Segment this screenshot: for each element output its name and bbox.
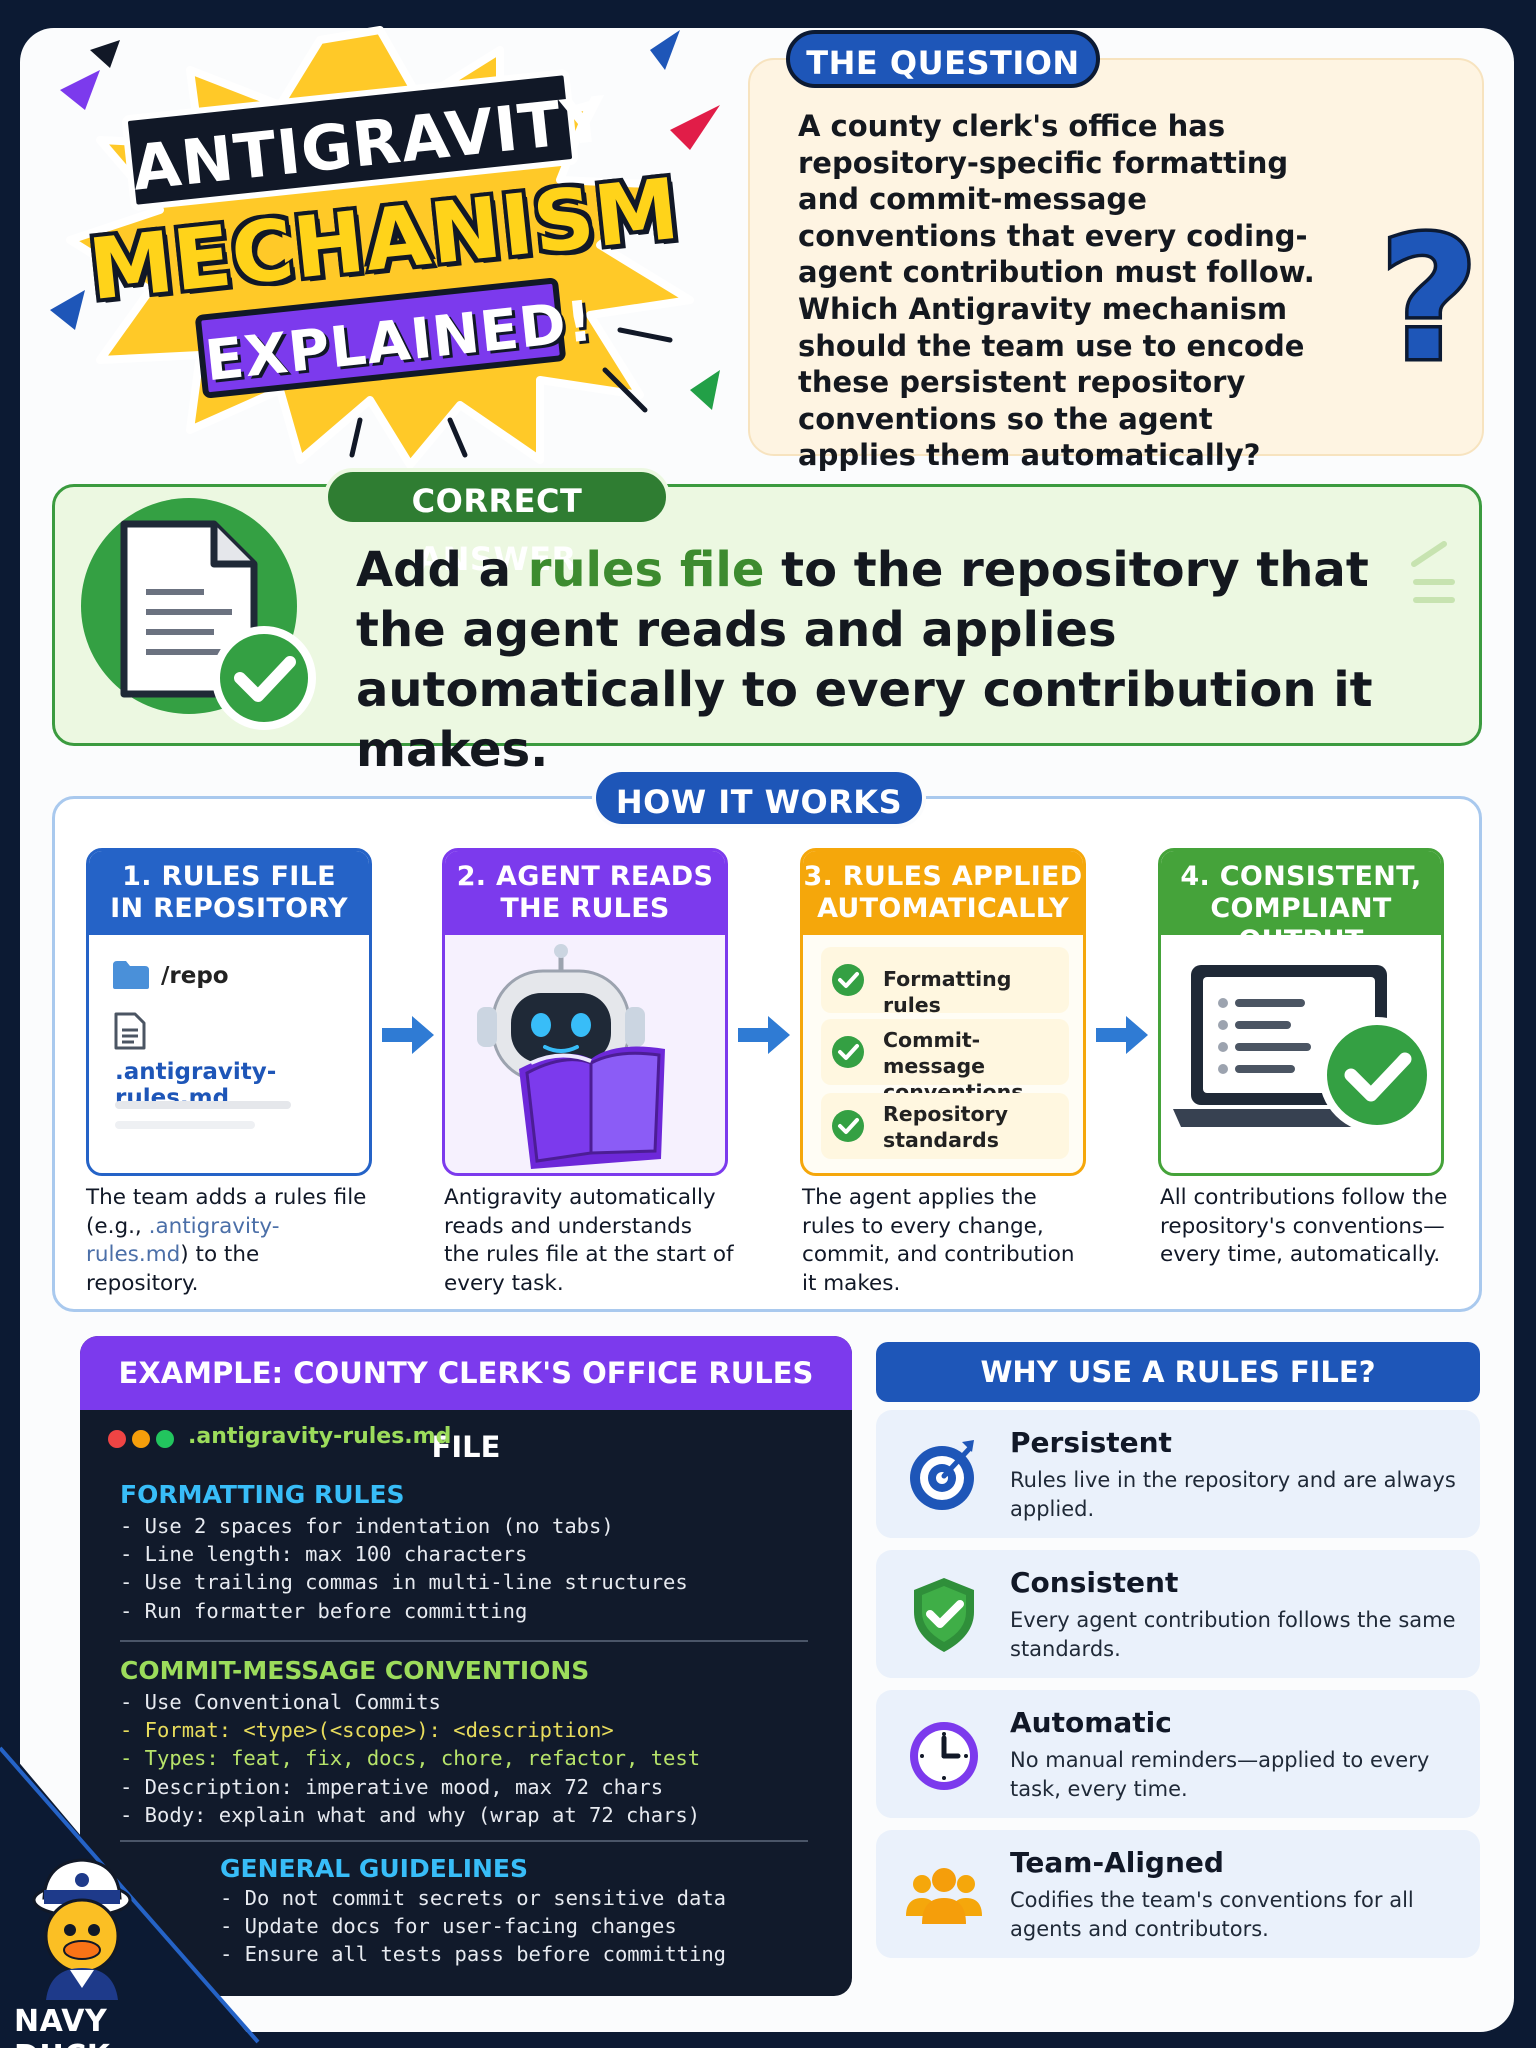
- robot-reading-icon: [477, 944, 665, 1169]
- answer-text-start: Add a: [356, 542, 528, 598]
- step-1-desc-file: .antigravity-rules.md: [86, 1213, 280, 1268]
- check-item: Commit-message conventions: [821, 1019, 1069, 1104]
- why-item-title: Team-Aligned: [1010, 1846, 1224, 1879]
- brand-name: NAVY DUCK: [14, 2004, 110, 2048]
- why-card-persistent: Persistent Rules live in the repository …: [876, 1410, 1480, 1538]
- formatting-rules-lines: - Use 2 spaces for indentation (no tabs)…: [120, 1512, 688, 1625]
- divider: [120, 1640, 808, 1642]
- why-item-description: Codifies the team's conventions for all …: [1010, 1888, 1414, 1941]
- svg-text:?: ?: [1380, 208, 1479, 388]
- step-2-title-line-2: THE RULES: [500, 893, 670, 924]
- step-4-card: 4. CONSISTENT, COMPLIANT OUTPUT: [1158, 848, 1444, 1176]
- step-4-title-line-1: 4. CONSISTENT,: [1180, 861, 1422, 892]
- check-item-label: Repository standards: [883, 1102, 1009, 1152]
- team-icon: [906, 1868, 982, 1924]
- code-line: - Update docs for user-facing changes: [220, 1914, 677, 1939]
- code-line: - Body: explain what and why (wrap at 72…: [120, 1802, 701, 1827]
- step-1-description: The team adds a rules file (e.g., .antig…: [86, 1184, 376, 1298]
- why-item-description: Rules live in the repository and are alw…: [1010, 1468, 1456, 1521]
- why-item-description: No manual reminders—applied to every tas…: [1010, 1748, 1430, 1801]
- step-4-title-line-2: COMPLIANT OUTPUT: [1210, 893, 1392, 956]
- code-line: - Use trailing commas in multi-line stru…: [120, 1570, 688, 1595]
- clock-icon: [910, 1722, 978, 1790]
- why-card-automatic: Automatic No manual reminders—applied to…: [876, 1690, 1480, 1818]
- step-1-desc-end: ) to the repository.: [86, 1242, 260, 1296]
- arrow-right-icon: [382, 1016, 434, 1054]
- code-line: - Run formatter before committing: [120, 1598, 528, 1623]
- step-4-description: All contributions follow the repository'…: [1160, 1185, 1448, 1267]
- window-dot-green: [156, 1430, 174, 1448]
- document-check-icon: [81, 498, 316, 730]
- navy-duck-logo: [0, 1740, 260, 2048]
- example-code-panel: [80, 1336, 852, 1996]
- step-1-title: 1. RULES FILE IN REPOSITORY: [89, 851, 369, 935]
- step-4-title: 4. CONSISTENT, COMPLIANT OUTPUT: [1161, 851, 1441, 956]
- check-item: Formatting rules: [821, 947, 1069, 1017]
- window-dot-red: [108, 1430, 126, 1448]
- answer-text: Add a rules file to the repository that …: [356, 540, 1416, 780]
- formatting-rules-heading: FORMATTING RULES: [120, 1480, 405, 1509]
- answer-label: CORRECT ANSWER: [324, 468, 670, 578]
- window-dot-yellow: [132, 1430, 150, 1448]
- why-card-team-aligned: Team-Aligned Codifies the team's convent…: [876, 1830, 1480, 1958]
- example-filename: .antigravity-rules.md: [188, 1424, 452, 1449]
- question-text: A county clerk's office has repository-s…: [798, 109, 1315, 473]
- question-label: THE QUESTION: [786, 30, 1100, 88]
- step-2-title: 2. AGENT READS THE RULES: [445, 851, 725, 935]
- code-line: - Format: <type>(<scope>): <description>: [120, 1718, 614, 1743]
- file-icon: [114, 1012, 146, 1050]
- answer-text-end: to the repository that the agent reads a…: [356, 542, 1373, 778]
- step-1-title-line-1: 1. RULES FILE: [122, 861, 336, 892]
- how-it-works-label: HOW IT WORKS: [592, 768, 926, 828]
- arrow-right-icon: [738, 1016, 790, 1054]
- check-item: Repository standards: [821, 1093, 1069, 1159]
- step-2-card: 2. AGENT READS THE RULES: [442, 848, 728, 1176]
- divider: [120, 1840, 808, 1842]
- code-line: - Description: imperative mood, max 72 c…: [120, 1774, 664, 1799]
- code-line: - Line length: max 100 characters: [120, 1542, 528, 1567]
- check-circle-icon: [832, 964, 864, 996]
- why-card-consistent: Consistent Every agent contribution foll…: [876, 1550, 1480, 1678]
- shield-check-icon: [914, 1578, 974, 1652]
- code-line: - Types: feat, fix, docs, chore, refacto…: [120, 1746, 701, 1771]
- step-1-desc-start: The team adds a rules file (e.g.,: [86, 1185, 367, 1239]
- why-title: WHY USE A RULES FILE?: [876, 1342, 1480, 1402]
- arrow-right-icon: [1096, 1016, 1148, 1054]
- check-circle-icon: [832, 1110, 864, 1142]
- code-line: - Do not commit secrets or sensitive dat…: [220, 1886, 727, 1910]
- commit-conventions-lines: - Use Conventional Commits - Format: <typ…: [120, 1688, 700, 1829]
- step-3-title: 3. RULES APPLIED AUTOMATICALLY: [803, 851, 1083, 935]
- why-item-title: Persistent: [1010, 1426, 1172, 1459]
- step-2-title-line-1: 2. AGENT READS: [456, 861, 714, 892]
- step-1-card: 1. RULES FILE IN REPOSITORY /repo .antig…: [86, 848, 372, 1176]
- check-circle-icon: [832, 1036, 864, 1068]
- step-2-description: Antigravity automatically reads and unde…: [444, 1185, 734, 1296]
- commit-conventions-heading: COMMIT-MESSAGE CONVENTIONS: [120, 1656, 590, 1685]
- code-line: - Use Conventional Commits: [120, 1690, 441, 1714]
- step-3-title-line-2: AUTOMATICALLY: [817, 893, 1069, 924]
- laptop-check-icon: [1173, 965, 1435, 1133]
- step-3-title-line-1: 3. RULES APPLIED: [803, 861, 1083, 892]
- question-mark-icon: ?: [1376, 208, 1482, 388]
- target-icon: [910, 1440, 974, 1510]
- general-guidelines-heading: GENERAL GUIDELINES: [220, 1854, 529, 1883]
- check-item-label: Formatting rules: [883, 967, 1012, 1017]
- question-card: [748, 58, 1484, 456]
- answer-highlight: rules file: [527, 542, 765, 598]
- sparkle-icon: [1411, 541, 1455, 603]
- placeholder-line: [115, 1121, 255, 1129]
- folder-icon: [113, 961, 149, 989]
- repo-folder-name: /repo: [161, 963, 229, 989]
- why-item-title: Automatic: [1010, 1706, 1172, 1739]
- example-title: EXAMPLE: COUNTY CLERK'S OFFICE RULES FIL…: [80, 1336, 852, 1464]
- step-3-description: The agent applies the rules to every cha…: [802, 1185, 1075, 1296]
- why-item-description: Every agent contribution follows the sam…: [1010, 1608, 1456, 1661]
- step-1-title-line-2: IN REPOSITORY: [110, 893, 348, 924]
- general-guidelines-lines: - Do not commit secrets or sensitive dat…: [220, 1884, 726, 1969]
- why-item-title: Consistent: [1010, 1566, 1179, 1599]
- placeholder-line: [115, 1101, 291, 1109]
- step-3-card: 3. RULES APPLIED AUTOMATICALLY Formattin…: [800, 848, 1086, 1176]
- code-line: - Use 2 spaces for indentation (no tabs): [120, 1514, 614, 1538]
- code-line: - Ensure all tests pass before committin…: [220, 1942, 727, 1967]
